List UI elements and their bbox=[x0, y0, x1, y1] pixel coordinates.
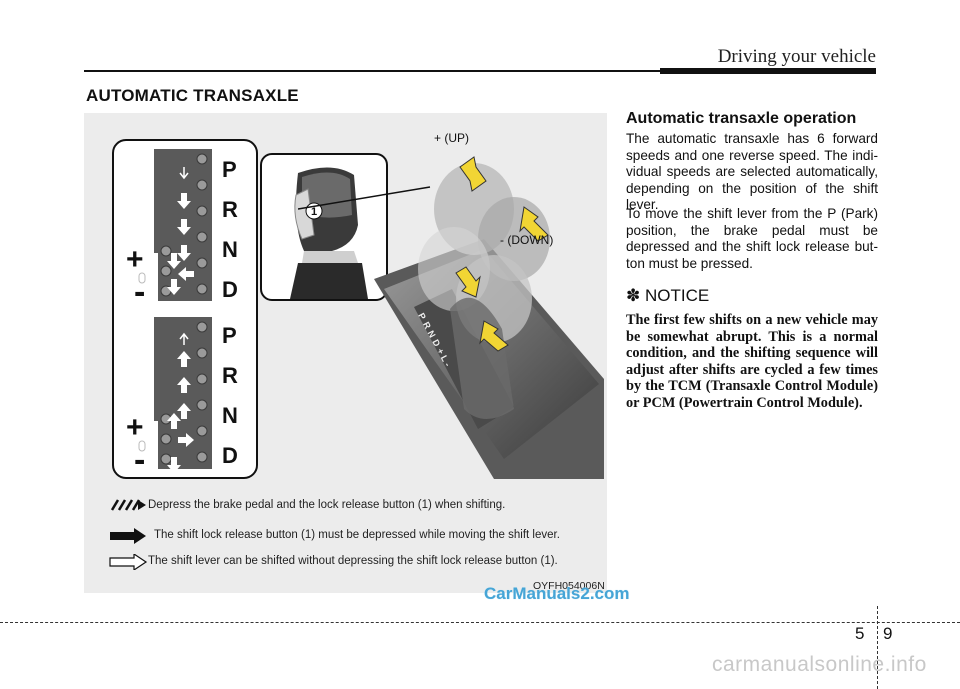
gate-plate-N: N bbox=[426, 329, 438, 339]
minus-sign: - bbox=[134, 273, 145, 311]
section-title: AUTOMATIC TRANSAXLE bbox=[86, 86, 299, 105]
shift-gate-diagram: P R N D P R N D + - + - bbox=[112, 139, 258, 479]
gate-plate-D: D bbox=[430, 338, 442, 349]
hatched-arrow-icon bbox=[110, 499, 146, 511]
leader-lines bbox=[298, 186, 431, 210]
gate-plate-plus: + bbox=[435, 347, 446, 356]
paragraph-speeds: The automatic transaxle has 6 forward sp… bbox=[626, 131, 878, 213]
gate-plate-minus: - bbox=[443, 361, 453, 368]
figure-panel: P R N D P R N D + - + - bbox=[84, 113, 607, 593]
legend-item-hatched: Depress the brake pedal and the lock rel… bbox=[148, 499, 506, 511]
callout-number: 1 bbox=[311, 206, 317, 218]
watermark-link[interactable]: CarManuals2.com bbox=[484, 584, 630, 603]
minus-sign: - bbox=[134, 441, 145, 477]
paragraph-shift-lock: To move the shift lever from the P (Park… bbox=[626, 206, 878, 271]
gate-plate-P: P bbox=[416, 311, 428, 321]
gate-letter-D: D bbox=[222, 443, 238, 468]
gate-letter-R: R bbox=[222, 197, 238, 222]
page-number: 9 bbox=[883, 624, 893, 643]
notice-title: NOTICE bbox=[644, 286, 710, 305]
gate-letter-N: N bbox=[222, 403, 238, 428]
legend-item-solid: The shift lock release button (1) must b… bbox=[154, 529, 560, 541]
shift-console-illustration: P R N D + L - bbox=[374, 156, 604, 479]
gate-plate-L: L bbox=[439, 354, 451, 364]
shift-gate-svg: P R N D P R N D + - + - bbox=[126, 149, 238, 479]
gate-letter-P: P bbox=[222, 157, 237, 182]
gate-letter-R: R bbox=[222, 363, 238, 388]
notice-text: The first few shifts on a new vehicle ma… bbox=[626, 312, 878, 411]
header-rule bbox=[84, 70, 662, 72]
gate-letter-D: D bbox=[222, 277, 238, 302]
label-up: + (UP) bbox=[434, 131, 470, 145]
gate-letter-P: P bbox=[222, 323, 237, 348]
solid-arrow-icon bbox=[110, 528, 146, 544]
figure-code: OYFH054006N bbox=[533, 580, 605, 592]
footer-divider bbox=[877, 606, 878, 689]
outline-arrow-icon bbox=[109, 554, 148, 570]
gate-plate-R: R bbox=[421, 320, 433, 331]
plus-sign: + bbox=[126, 411, 144, 444]
notice-star-icon: ✽ bbox=[626, 286, 641, 305]
label-down: - (DOWN) bbox=[500, 233, 554, 247]
footer-rule bbox=[0, 622, 960, 623]
footer-site-watermark[interactable]: carmanualsonline.info bbox=[712, 653, 927, 676]
subsection-title: Automatic transaxle operation bbox=[626, 110, 857, 127]
header-rule-accent bbox=[660, 68, 876, 74]
gate-letter-N: N bbox=[222, 237, 238, 262]
notice-heading: ✽ NOTICE bbox=[626, 286, 709, 306]
chapter-number: 5 bbox=[855, 624, 865, 643]
running-header: Driving your vehicle bbox=[717, 46, 876, 67]
legend-item-outline: The shift lever can be shifted without d… bbox=[148, 555, 558, 567]
plus-sign: + bbox=[126, 243, 144, 276]
